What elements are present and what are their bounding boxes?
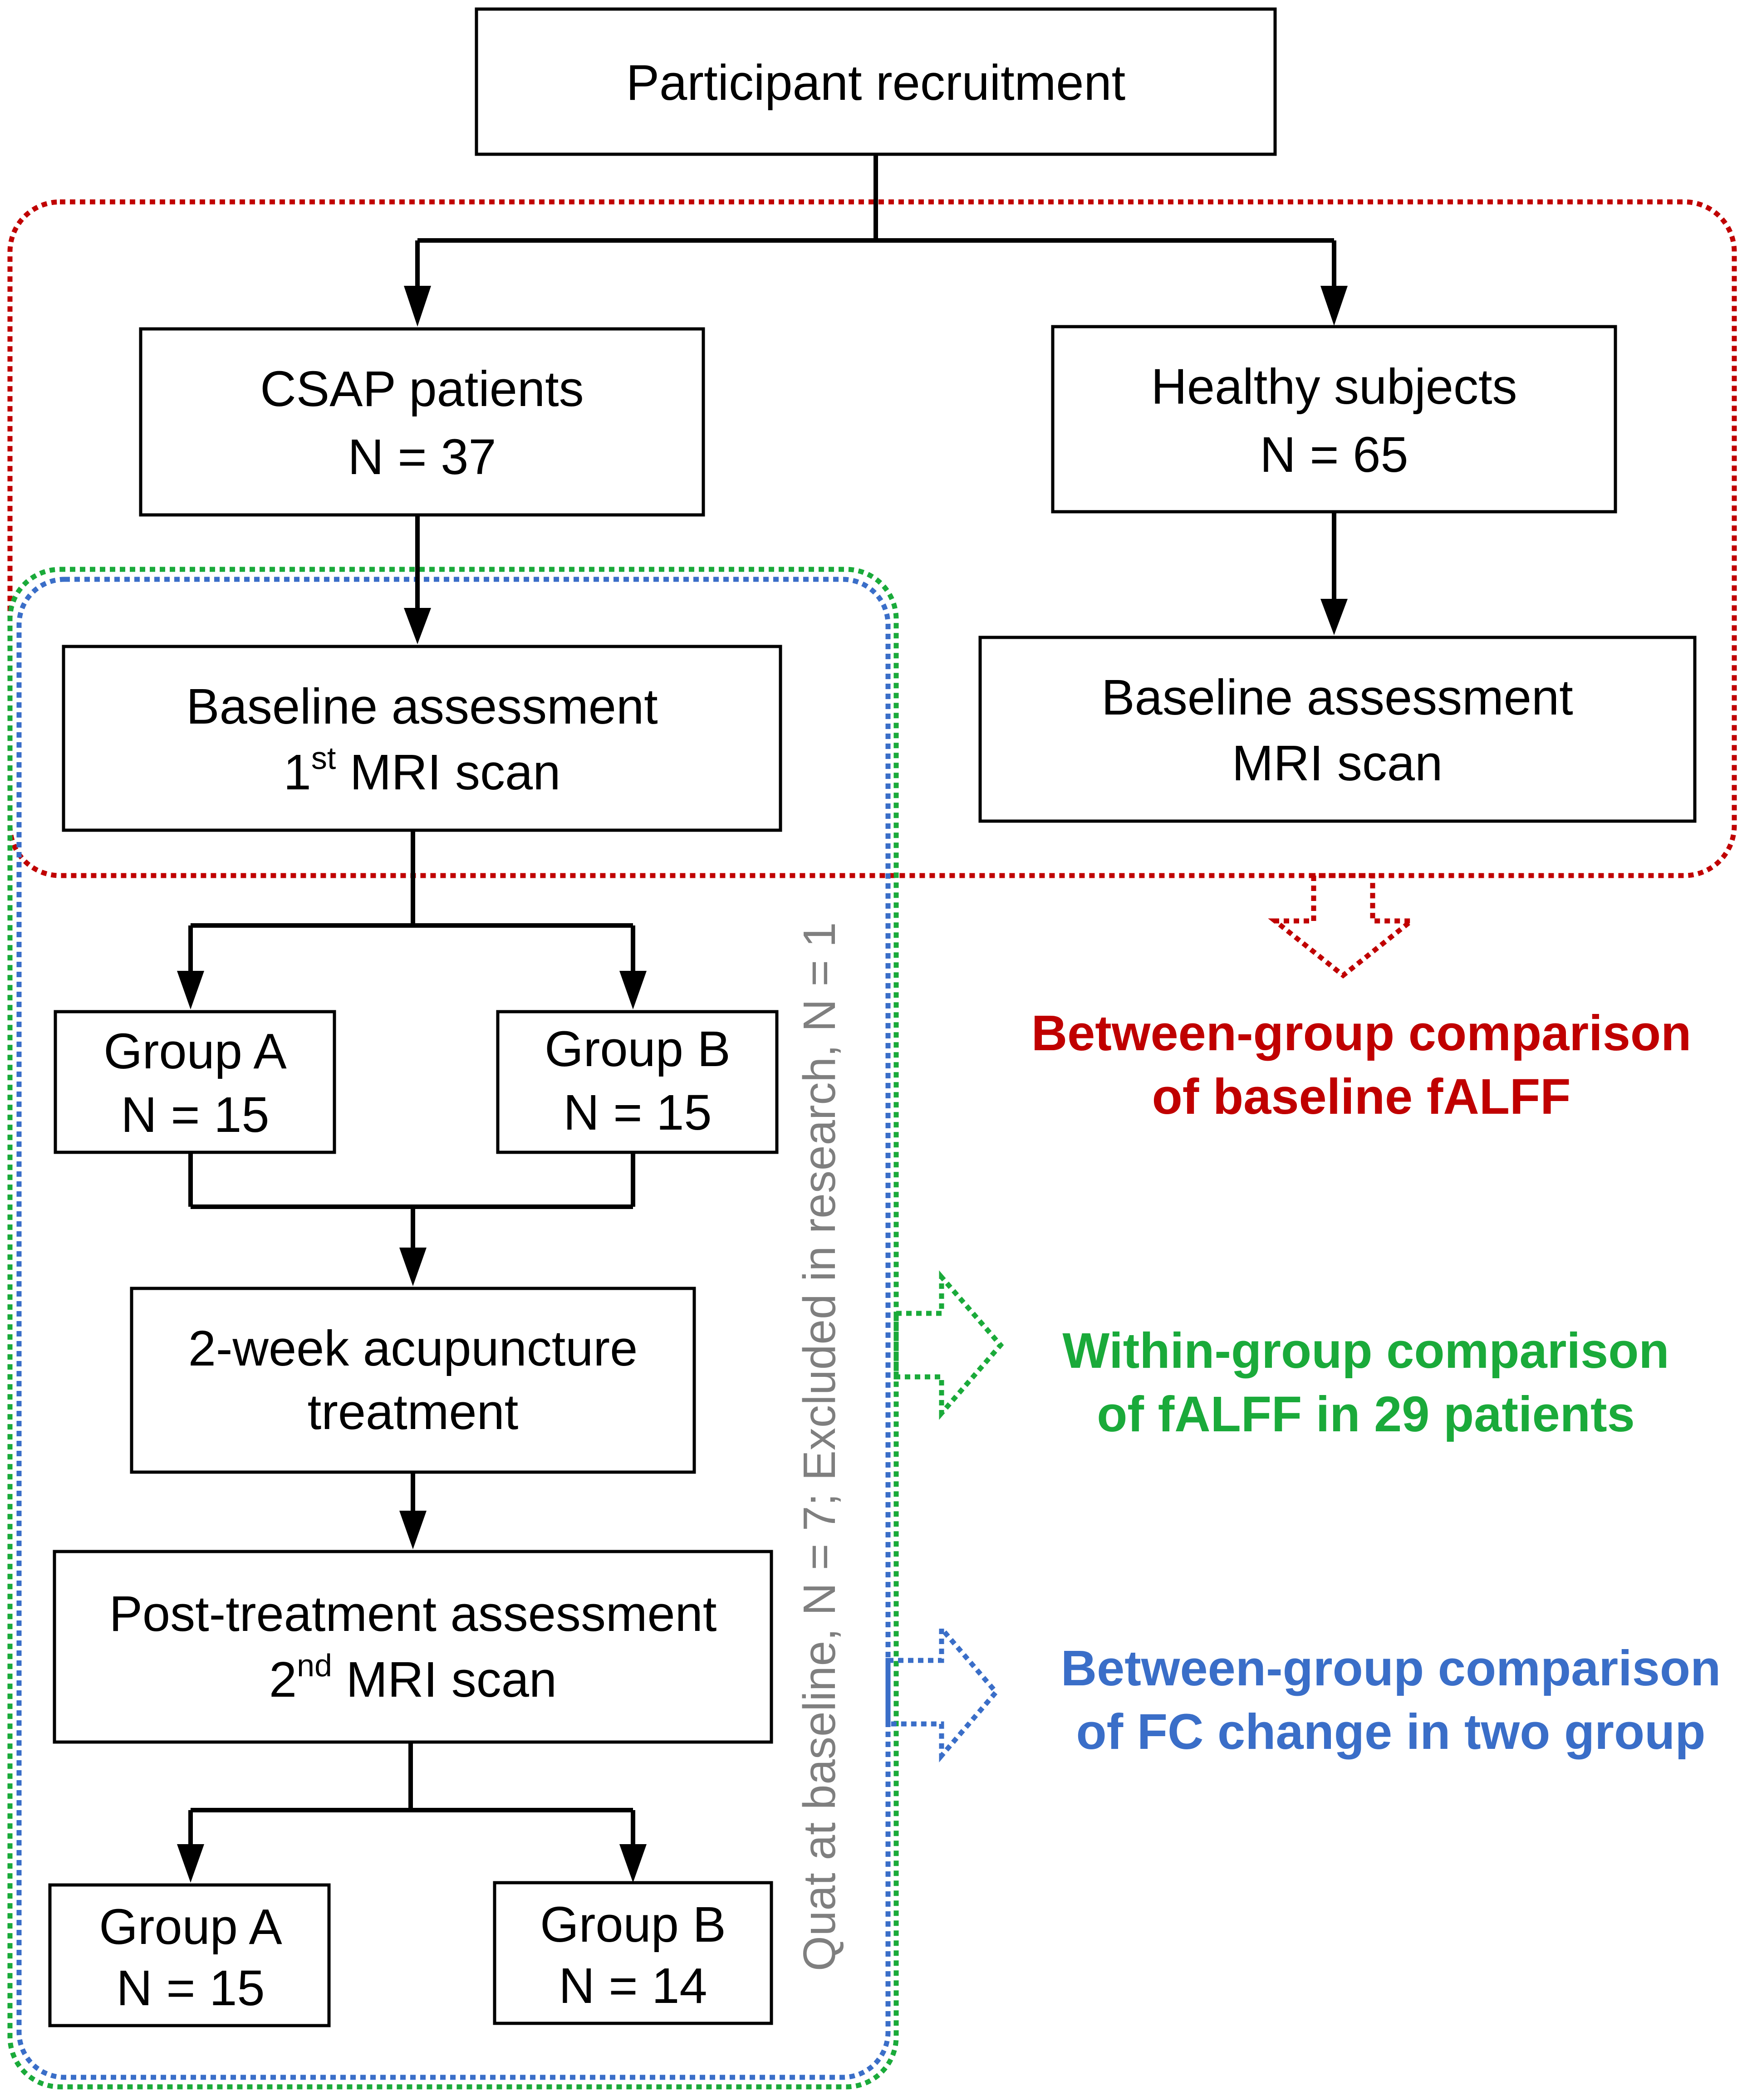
group-a2-title: Group A (99, 1899, 282, 1955)
csap-title: CSAP patients (260, 361, 584, 417)
group-b1-count: N = 15 (563, 1085, 712, 1141)
box-post-treatment: Post-treatment assessment 2nd MRI scan (53, 1550, 773, 1744)
arrowheads (177, 286, 1348, 1883)
arrow-to-csap-baseline (404, 608, 431, 644)
box-group-a1: Group A N = 15 (54, 1010, 336, 1154)
group-a2-count: N = 15 (116, 1960, 265, 2016)
arrow-to-group-a1 (177, 971, 204, 1009)
box-group-b2: Group B N = 14 (493, 1881, 773, 2025)
red-dotted-region (7, 199, 1737, 878)
box-treatment: 2-week acupuncture treatment (130, 1287, 696, 1474)
blue-comparison-line2: of FC change in two group (1076, 1704, 1705, 1760)
exclusion-note: Quat at baseline, N = 7; Excluded in res… (794, 922, 845, 1971)
csap-baseline-scan: 1st MRI scan (284, 740, 561, 800)
healthy-count: N = 65 (1260, 427, 1408, 483)
connectors (188, 154, 1336, 1849)
group-b1-title: Group B (545, 1021, 731, 1077)
green-dotted-region (7, 567, 899, 2090)
box-healthy-baseline: Baseline assessment MRI scan (978, 636, 1697, 823)
arrow-to-treatment (399, 1248, 427, 1286)
treatment-title: 2-week acupuncture (188, 1321, 638, 1376)
red-comparison-line1: Between-group comparison (1031, 1005, 1692, 1061)
box-csap-baseline: Baseline assessment 1st MRI scan (62, 645, 782, 832)
arrow-to-healthy-baseline (1320, 599, 1348, 635)
blue-dotted-region (16, 577, 891, 2080)
red-hollow-arrow (1268, 873, 1418, 979)
healthy-baseline-title: Baseline assessment (1101, 670, 1573, 725)
healthy-title: Healthy subjects (1151, 359, 1517, 415)
red-comparison-line2: of baseline fALFF (1152, 1069, 1571, 1125)
green-hollow-arrow (893, 1270, 1004, 1420)
group-b2-title: Group B (540, 1897, 726, 1953)
arrow-to-group-b2 (619, 1844, 647, 1883)
box-recruitment: Participant recruitment (475, 7, 1277, 156)
csap-baseline-title: Baseline assessment (186, 679, 658, 734)
treatment-subtitle: treatment (308, 1384, 519, 1440)
arrow-to-csap (404, 286, 431, 327)
box-group-a2: Group A N = 15 (48, 1883, 331, 2027)
csap-count: N = 37 (348, 429, 496, 485)
arrow-to-group-b1 (619, 971, 647, 1009)
post-title: Post-treatment assessment (109, 1586, 717, 1642)
red-comparison-label: Between-group comparison of baseline fAL… (1031, 1005, 1692, 1125)
blue-comparison-label: Between-group comparison of FC change in… (1061, 1640, 1721, 1760)
blue-comparison-line1: Between-group comparison (1061, 1640, 1721, 1696)
group-b2-count: N = 14 (559, 1958, 707, 2014)
box-csap-patients: CSAP patients N = 37 (139, 327, 705, 517)
green-comparison-line1: Within-group comparison (1062, 1323, 1669, 1379)
green-comparison-line2: of fALFF in 29 patients (1097, 1386, 1635, 1442)
box-healthy-subjects: Healthy subjects N = 65 (1051, 325, 1617, 514)
arrow-to-post (399, 1511, 427, 1549)
blue-hollow-arrow (885, 1622, 1000, 1762)
group-a1-count: N = 15 (121, 1087, 269, 1143)
healthy-baseline-scan: MRI scan (1232, 735, 1443, 791)
post-scan: 2nd MRI scan (269, 1648, 557, 1708)
recruitment-label: Participant recruitment (626, 55, 1125, 111)
box-group-b1: Group B N = 15 (496, 1010, 779, 1154)
group-a1-title: Group A (103, 1023, 287, 1079)
arrow-to-healthy (1320, 286, 1348, 326)
green-comparison-label: Within-group comparison of fALFF in 29 p… (1062, 1323, 1669, 1442)
arrow-to-group-a2 (177, 1844, 204, 1883)
